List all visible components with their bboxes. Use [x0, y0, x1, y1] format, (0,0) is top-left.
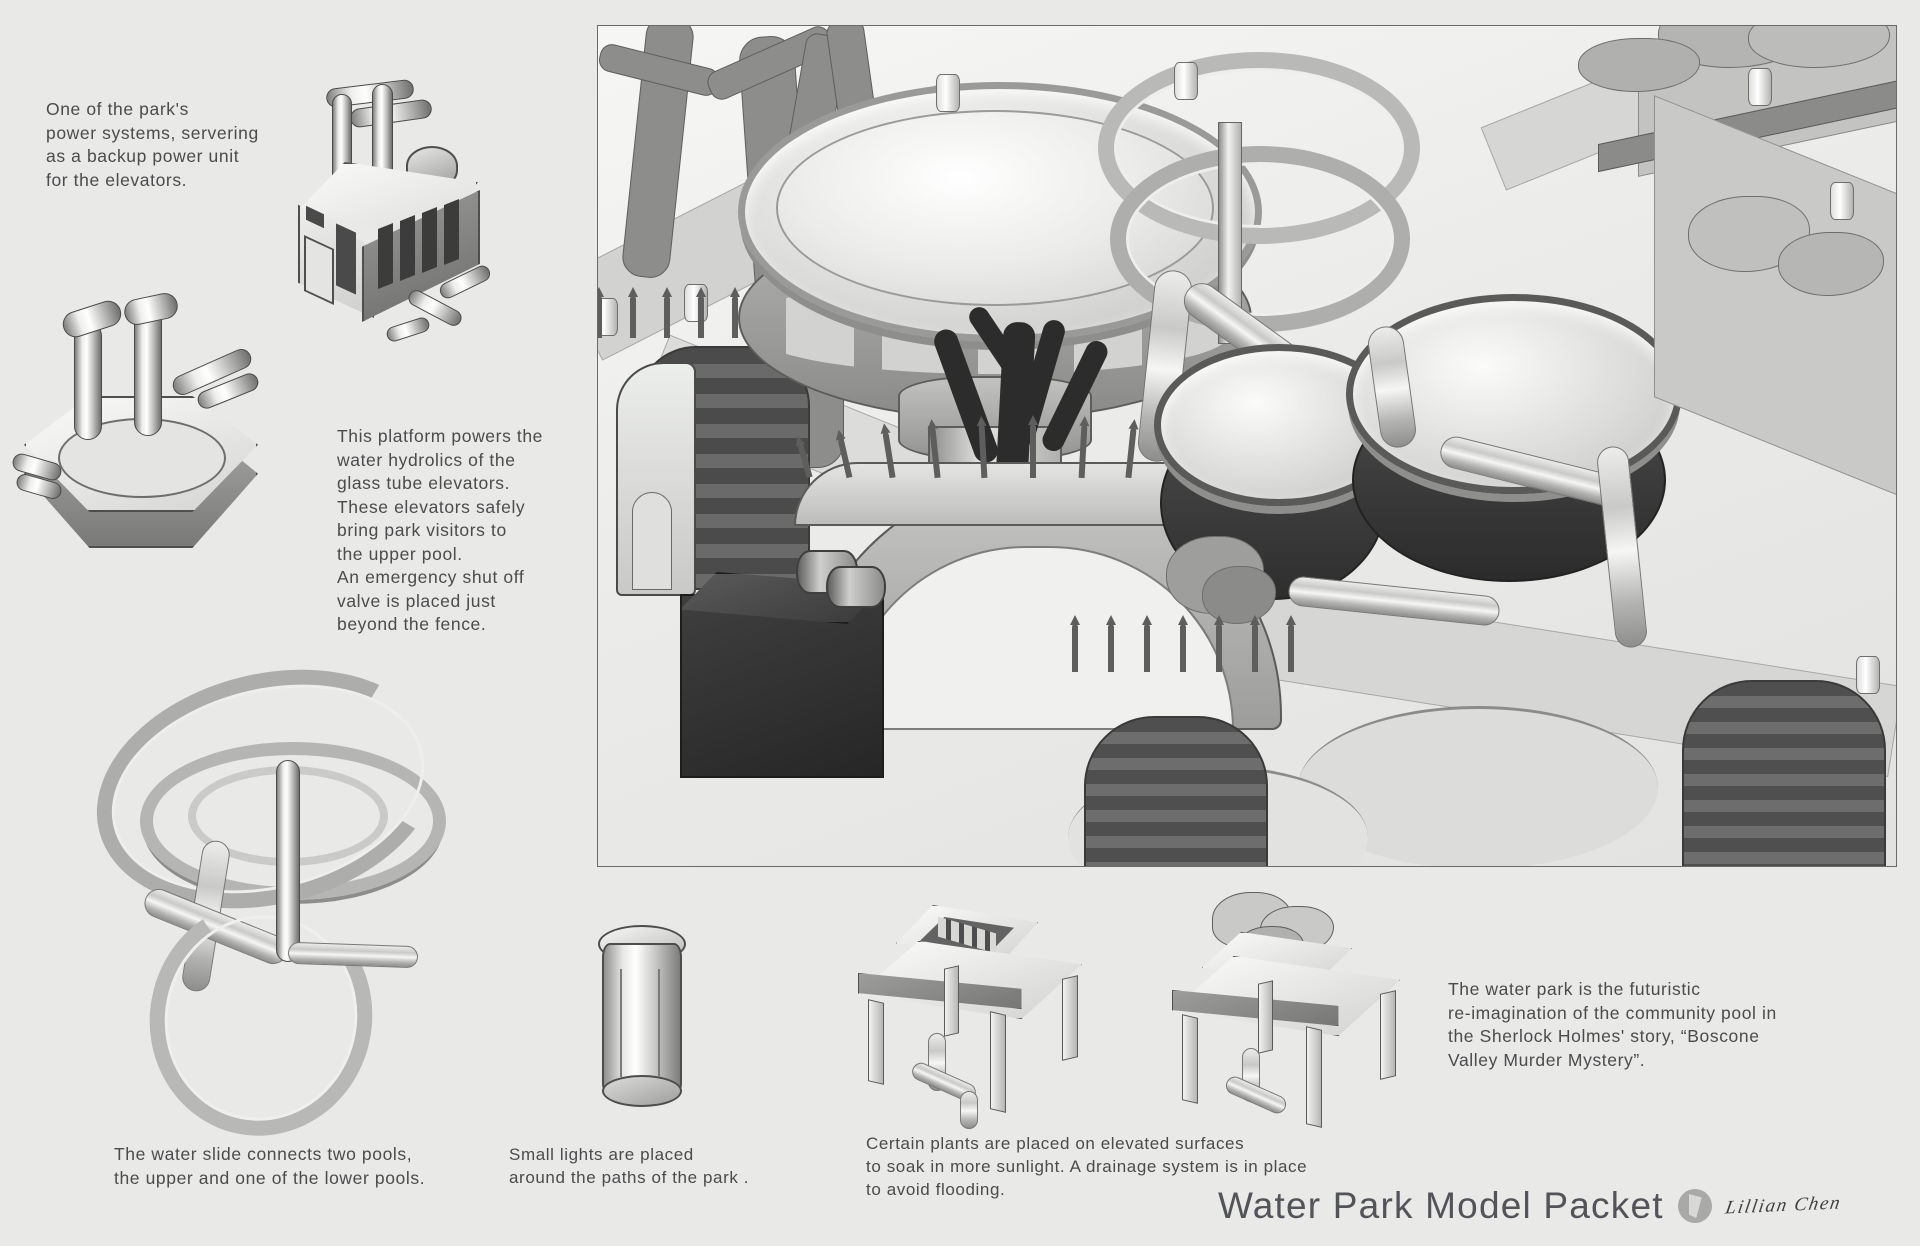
tunnel-opening — [632, 492, 672, 590]
sketch-path-light — [590, 925, 700, 1120]
barrel-prop — [826, 566, 886, 608]
light-body-icon — [602, 943, 682, 1097]
main-illustration-panel — [597, 25, 1897, 867]
path-light-bollard — [1174, 62, 1198, 100]
slide-outlet-tube — [287, 941, 419, 969]
park-fence — [598, 287, 752, 338]
foreground-building — [680, 594, 884, 778]
lower-tunnel — [1682, 680, 1886, 866]
bush — [1778, 232, 1884, 296]
path-light-bollard — [1748, 68, 1772, 106]
table-leg — [1380, 990, 1396, 1080]
path-light-bollard — [936, 74, 960, 112]
hedge — [1578, 38, 1700, 92]
grille-detail — [336, 223, 356, 295]
annotation-power-system: One of the park's power systems, serveri… — [46, 99, 259, 190]
lower-tunnel — [1084, 716, 1268, 866]
hydrolic-pipe-icon — [134, 306, 162, 436]
path-light-bollard — [1830, 182, 1854, 220]
table-leg — [868, 999, 884, 1085]
annotation-concept-blurb: The water park is the futuristic re-imag… — [1448, 979, 1777, 1070]
artist-signature: Lillian Chen — [1723, 1192, 1843, 1219]
sketch-hydrolics-platform — [10, 290, 318, 560]
hydrolic-pipe-icon — [74, 322, 102, 440]
slide-outer-spiral — [71, 635, 465, 943]
sketch-water-slide — [71, 635, 500, 1157]
annotation-platform-hydrolics: This platform powers the water hydrolics… — [337, 426, 544, 634]
table-leg — [944, 965, 959, 1037]
table-leg — [1306, 1026, 1322, 1128]
table-leg — [1258, 980, 1273, 1054]
path-light-bollard — [598, 298, 618, 336]
drainage-pipe-icon — [960, 1091, 978, 1129]
table-leg — [1182, 1014, 1198, 1104]
sketch-backup-power-unit — [290, 70, 540, 344]
title-block: Water Park Model Packet Lillian Chen — [1218, 1185, 1843, 1226]
light-base — [602, 1075, 682, 1107]
table-leg — [990, 1011, 1006, 1113]
artist-monogram-icon — [1677, 1189, 1712, 1223]
park-fence-gate — [1068, 614, 1318, 672]
light-seam — [620, 969, 622, 1077]
sketch-planter-table — [1158, 892, 1418, 1135]
pipe-elbow-icon — [121, 290, 181, 328]
annotation-small-lights: Small lights are placed around the paths… — [509, 1145, 750, 1187]
path-light-bollard — [1856, 656, 1880, 694]
annotation-water-slide: The water slide connects two pools, the … — [114, 1144, 426, 1188]
slide-support-column — [276, 760, 300, 962]
annotation-elevated-plants: Certain plants are placed on elevated su… — [866, 1134, 1308, 1199]
light-seam — [658, 969, 660, 1077]
conduit-pipe-icon — [384, 315, 432, 344]
table-leg — [1062, 975, 1078, 1061]
bridge-fence — [794, 415, 1290, 479]
sketch-control-table — [838, 905, 1108, 1130]
page-title: Water Park Model Packet — [1218, 1185, 1664, 1226]
rock-cluster — [1202, 566, 1276, 624]
